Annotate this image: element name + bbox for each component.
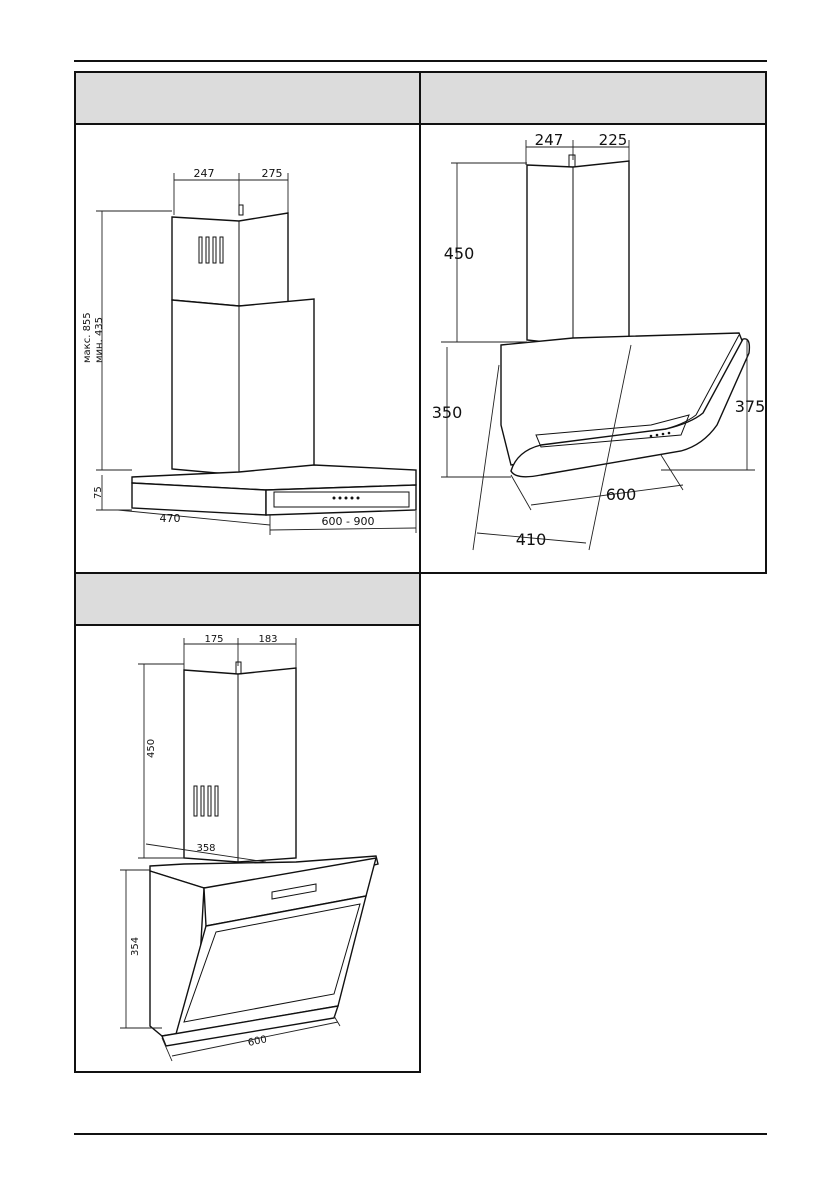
figure-cell-2: 247 225 450 350 375 600 bbox=[419, 123, 767, 574]
figure-cell-3: 175 183 450 358 354 600 bbox=[74, 624, 421, 1073]
dim-width: 600 bbox=[606, 485, 637, 504]
dim-chimney-depth: 358 bbox=[196, 843, 215, 854]
dim-height-min: мин. 435 bbox=[94, 317, 105, 363]
dim-width: 600 bbox=[247, 1034, 268, 1049]
vent-slots bbox=[198, 236, 224, 264]
dim-width: 600 - 900 bbox=[322, 515, 375, 528]
control-buttons bbox=[332, 496, 360, 500]
dim-chimney-height: 450 bbox=[146, 739, 157, 758]
header-cell-left bbox=[74, 71, 421, 125]
dim-height-max: макс. 855 bbox=[82, 312, 93, 363]
header-cell-bottom bbox=[74, 572, 421, 626]
dim-top-left: 175 bbox=[204, 634, 223, 645]
vent-slots bbox=[193, 785, 219, 817]
dim-body-height: 354 bbox=[130, 937, 141, 956]
dim-depth: 410 bbox=[516, 530, 547, 549]
figure-cell-1: 247 275 макс. 855 ми bbox=[74, 123, 421, 574]
dim-front-height: 350 bbox=[432, 403, 463, 422]
dim-depth: 470 bbox=[160, 512, 181, 525]
dim-top-right: 275 bbox=[262, 167, 283, 180]
dim-top-left: 247 bbox=[535, 131, 564, 149]
dim-top-right: 225 bbox=[599, 131, 628, 149]
angled-hood-drawing: 247 225 450 350 375 600 bbox=[432, 131, 765, 551]
dim-side-height: 375 bbox=[735, 397, 765, 416]
dim-chimney-height: 450 bbox=[444, 244, 475, 263]
dim-hood-height: 75 bbox=[93, 486, 104, 499]
inclined-hood-drawing: 175 183 450 358 354 600 bbox=[120, 634, 379, 1062]
chimney-hood-drawing: 247 275 макс. 855 ми bbox=[82, 167, 417, 535]
header-cell-right bbox=[419, 71, 767, 125]
top-rule bbox=[74, 60, 767, 62]
dim-top-left: 247 bbox=[194, 167, 215, 180]
dim-top-right: 183 bbox=[258, 634, 277, 645]
control-buttons bbox=[649, 431, 671, 438]
bottom-rule bbox=[74, 1133, 767, 1135]
